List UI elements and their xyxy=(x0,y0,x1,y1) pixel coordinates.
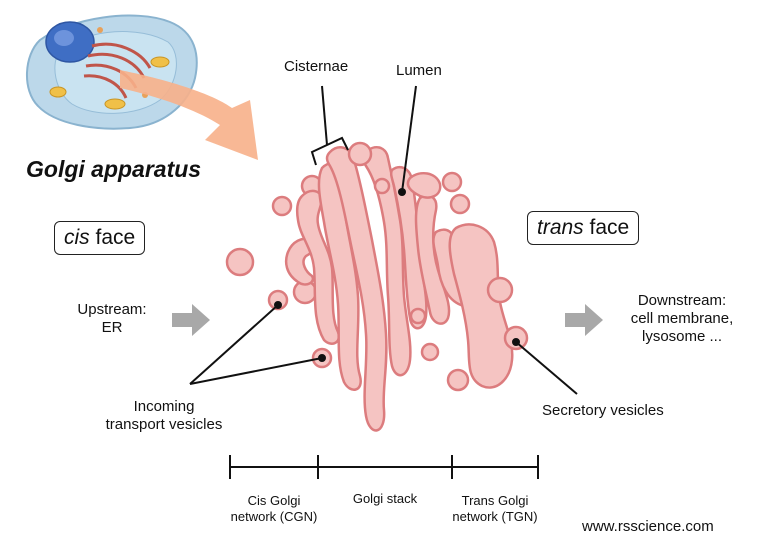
cis-face-word: face xyxy=(95,226,136,249)
trans-face-word: face xyxy=(589,216,630,239)
downstream-line-3: lysosome ... xyxy=(641,328,723,345)
cgn-line-1: Cis Golgi xyxy=(247,493,301,508)
incoming-line-1: Incoming xyxy=(133,398,195,415)
upstream-label: Upstream: ER xyxy=(62,301,162,337)
secretory-pointer xyxy=(512,338,578,395)
cell-illustration xyxy=(25,14,198,130)
cisternae-pointer xyxy=(310,85,349,166)
trans-face-box: trans face xyxy=(527,211,640,245)
source-credit: www.rsscience.com xyxy=(582,518,714,535)
downstream-arrow xyxy=(565,304,603,336)
tgn-label: Trans Golgi network (TGN) xyxy=(439,493,551,525)
cisternae-label: Cisternae xyxy=(284,58,349,75)
tgn-line-2: network (TGN) xyxy=(452,509,538,524)
tgn-line-1: Trans Golgi xyxy=(461,493,529,508)
page-title: Golgi apparatus xyxy=(26,156,202,182)
cis-face-box: cis face xyxy=(54,221,146,255)
cis-word: cis xyxy=(64,226,90,249)
downstream-line-2: cell membrane, xyxy=(630,310,734,327)
downstream-line-1: Downstream: xyxy=(637,292,727,309)
incoming-vesicles-label: Incoming transport vesicles xyxy=(84,398,244,434)
golgi-stack-label: Golgi stack xyxy=(352,491,418,506)
upstream-arrow xyxy=(172,304,210,336)
cgn-line-2: network (CGN) xyxy=(230,509,318,524)
cell-zoom-arrow xyxy=(120,70,258,160)
downstream-label: Downstream: cell membrane, lysosome ... xyxy=(612,292,752,346)
lumen-label: Lumen xyxy=(396,62,442,79)
secretory-vesicles-label: Secretory vesicles xyxy=(542,402,664,419)
upstream-line-1: Upstream: xyxy=(77,301,147,318)
golgi-organelle xyxy=(225,141,529,432)
incoming-pointers xyxy=(189,301,326,385)
trans-word: trans xyxy=(537,216,584,239)
cgn-label: Cis Golgi network (CGN) xyxy=(218,493,330,525)
region-scale-bar xyxy=(229,455,539,479)
upstream-line-2: ER xyxy=(101,319,123,336)
lumen-pointer xyxy=(398,85,417,196)
incoming-line-2: transport vesicles xyxy=(105,416,223,433)
